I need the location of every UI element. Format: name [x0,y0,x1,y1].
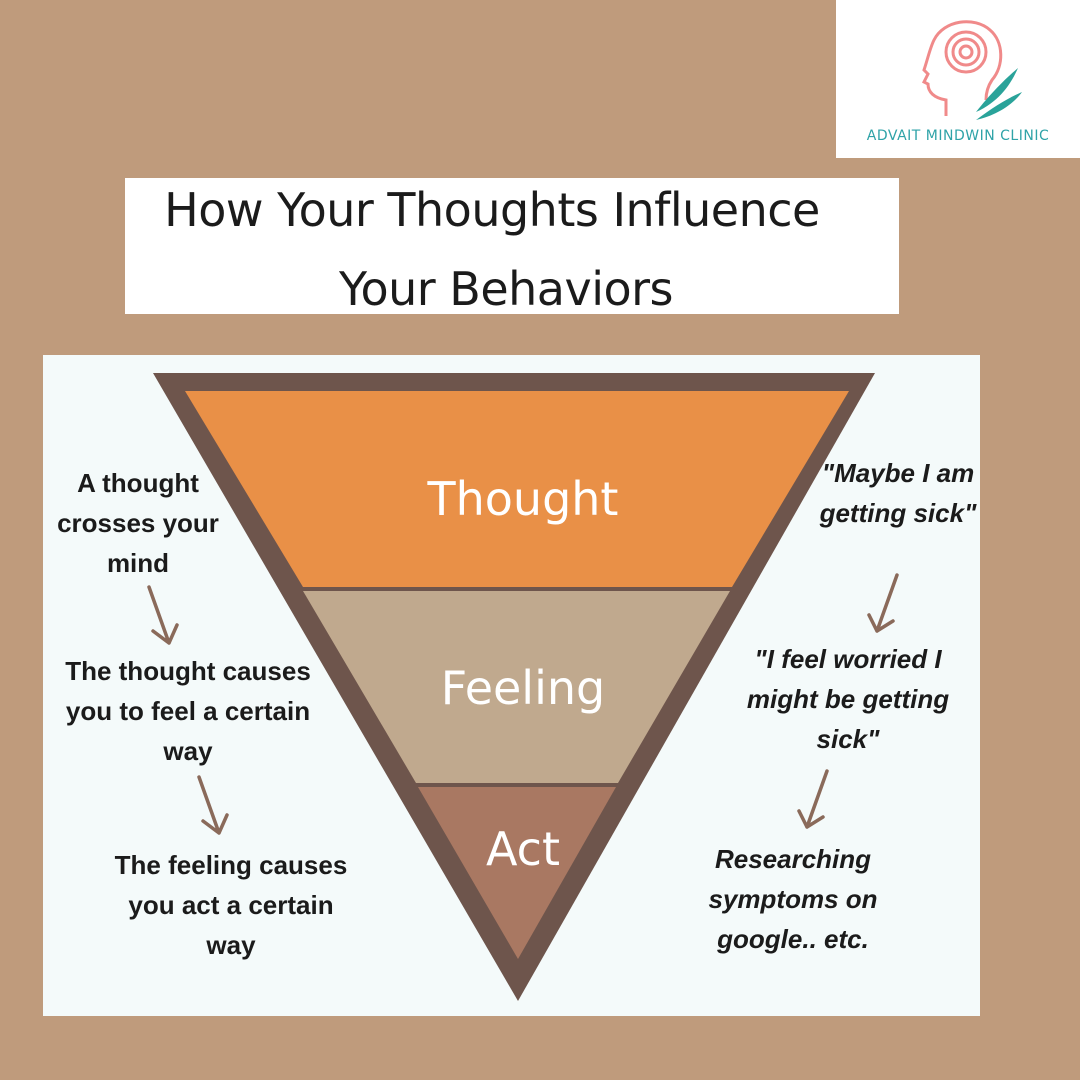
inverted-pyramid [153,373,875,1001]
title-line-2: Your Behaviors [338,262,674,316]
arrow-down-icon [797,769,829,829]
left-step-2: The thought causes you to feel a certain… [65,656,311,766]
left-step-3: The feeling causes you act a certain way [114,850,348,960]
right-step-3: Researching symptoms on google.. etc. [708,844,878,954]
right-step-2: "I feel worried I might be getting sick" [746,644,950,754]
tier-thought [185,391,849,587]
tier-feeling [303,591,730,783]
arrow-down-icon [867,573,899,633]
arrow-down-icon [197,775,229,835]
tier-label-feeling: Feeling [440,661,606,715]
title-line-1: How Your Thoughts Influence [164,183,820,237]
tier-act [418,787,616,959]
right-step-1: "Maybe I am getting sick" [819,458,977,528]
title-banner [125,178,899,314]
arrow-down-icon [147,585,179,645]
head-spiral-wing-logo-icon [921,20,1022,120]
clinic-logo: ADVAIT MINDWIN CLINIC [836,0,1080,158]
diagram-panel: Thought Feeling Act A thought crosses yo… [43,355,980,1016]
tier-label-act: Act [486,822,560,876]
clinic-name: ADVAIT MINDWIN CLINIC [866,128,1050,144]
left-step-1: A thought crosses your mind [57,468,219,578]
tier-label-thought: Thought [427,472,619,526]
